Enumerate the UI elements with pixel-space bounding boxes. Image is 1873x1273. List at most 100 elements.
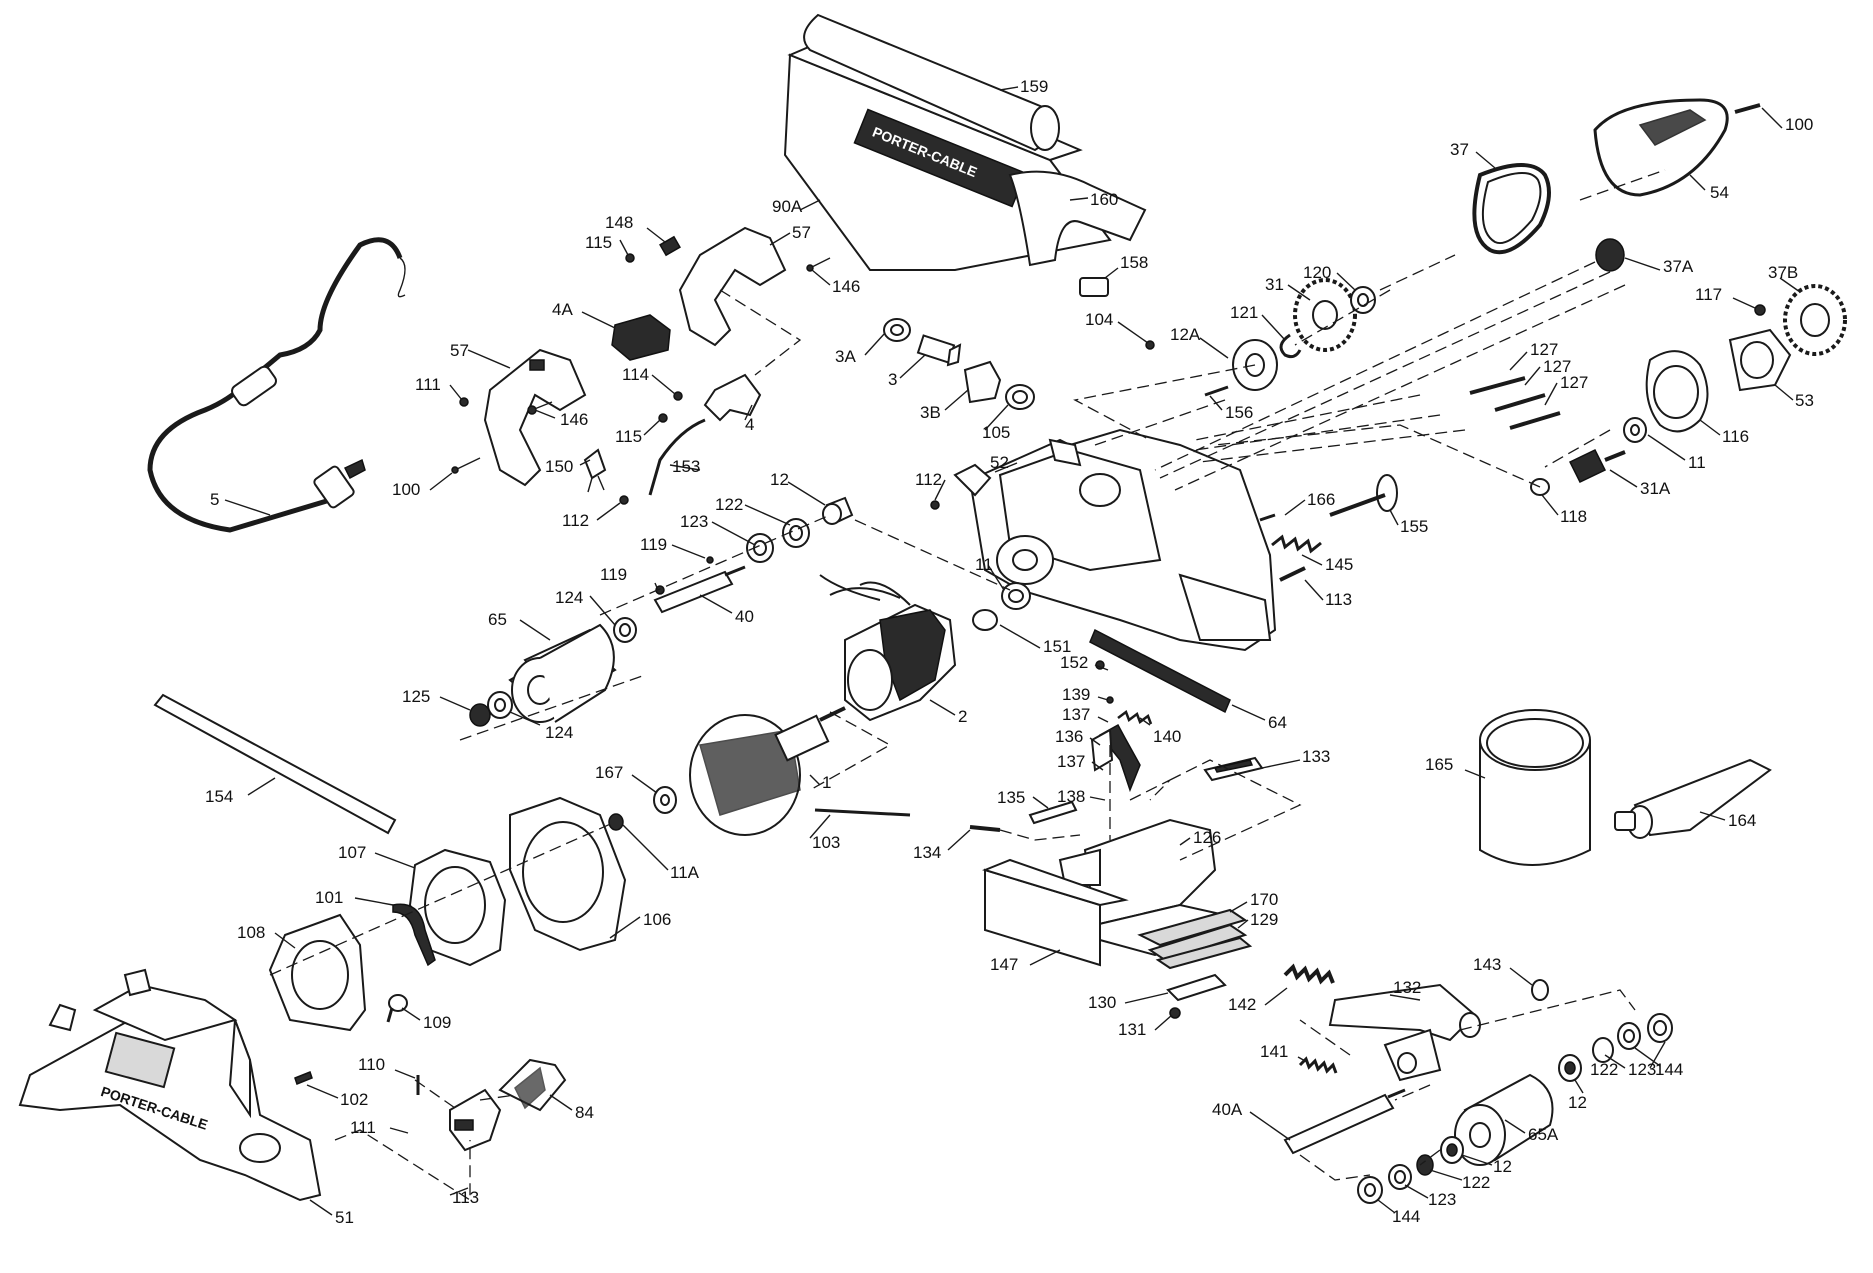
gear-37b (1783, 284, 1847, 356)
bearing-12-r2 (1440, 1136, 1464, 1164)
screw-166 (1259, 513, 1276, 522)
washer-122-l (1416, 1154, 1434, 1176)
pad-130 (1166, 973, 1227, 1002)
shaft-40 (653, 565, 746, 614)
callout-114: 114 (622, 365, 649, 384)
callout-103: 103 (812, 833, 840, 852)
bearing-3b (963, 360, 1002, 404)
callout-167: 167 (595, 763, 623, 782)
arm-132 (1328, 983, 1481, 1082)
callout-102: 102 (340, 1090, 368, 1109)
callout-4a: 4A (552, 300, 573, 319)
field-coil-2 (819, 574, 957, 722)
screw-134 (969, 825, 1001, 832)
callout-118: 118 (1560, 507, 1587, 526)
screw-109 (386, 994, 408, 1023)
callout-57: 57 (792, 223, 811, 242)
callout-113: 113 (1325, 590, 1352, 609)
clip-133 (1203, 756, 1264, 782)
terminal-150 (583, 448, 607, 480)
callout-130: 130 (1088, 993, 1116, 1012)
callout-84: 84 (575, 1103, 594, 1122)
washer-122 (782, 518, 810, 548)
screw-117 (1754, 304, 1766, 316)
drum-sleeve-165 (1479, 709, 1591, 866)
leader-lines (224, 86, 1801, 1216)
callout-124b: 124 (545, 723, 573, 742)
callout-145: 145 (1325, 555, 1353, 574)
callout-170: 170 (1250, 890, 1278, 909)
spring-140 (1117, 709, 1153, 725)
callout-127c: 127 (1560, 373, 1588, 392)
callout-137: 137 (1062, 705, 1090, 724)
callout-37a: 37A (1663, 257, 1694, 276)
callout-107: 107 (338, 843, 366, 862)
ring-143 (1531, 979, 1549, 1001)
callout-138: 138 (1057, 787, 1085, 806)
screw-156 (1204, 385, 1229, 397)
washer-167 (653, 786, 677, 814)
callout-119: 119 (640, 535, 667, 554)
callout-125: 125 (402, 687, 430, 706)
callout-1: 1 (822, 773, 831, 792)
callout-142: 142 (1228, 995, 1256, 1014)
callout-12d: 12 (1493, 1157, 1512, 1176)
gear-31 (1293, 278, 1357, 352)
callout-151: 151 (1043, 637, 1071, 656)
callout-90a: 90A (772, 197, 803, 216)
bearing-12-left (822, 496, 854, 525)
callout-135: 135 (997, 788, 1025, 807)
washer-122-r (1592, 1037, 1614, 1063)
switch-housing-57-left (483, 348, 587, 487)
callout-112b: 112 (915, 470, 942, 489)
pin-135 (1028, 800, 1078, 825)
callout-122: 122 (715, 495, 743, 514)
callout-3b: 3B (920, 403, 941, 422)
cork-pad-147 (981, 858, 1129, 967)
washer-123 (746, 533, 774, 563)
belt-guard-54 (1593, 98, 1761, 197)
trigger-84 (498, 1058, 567, 1112)
gear-housing-52 (953, 428, 1277, 652)
nut-125 (469, 703, 491, 727)
callout-148: 148 (605, 213, 633, 232)
bearing-11-right (1623, 417, 1647, 443)
callout-11b: 11 (975, 555, 993, 574)
washer-144-l (1357, 1176, 1383, 1204)
callout-159: 159 (1020, 77, 1048, 96)
callout-11a: 11A (670, 863, 700, 882)
callout-129: 129 (1250, 910, 1278, 929)
callout-53: 53 (1795, 391, 1814, 410)
callout-108: 108 (237, 923, 265, 942)
dust-elbow-160 (1008, 170, 1147, 267)
callout-106: 106 (643, 910, 671, 929)
callout-5: 5 (210, 490, 219, 509)
switch-block-4a (611, 314, 671, 361)
knob-155 (1329, 474, 1398, 517)
callout-134: 134 (913, 843, 941, 862)
callout-146: 146 (832, 277, 860, 296)
callout-101: 101 (315, 888, 343, 907)
callout-126: 126 (1193, 828, 1221, 847)
bar-64 (1089, 628, 1231, 714)
callout-labels: 159 160 90A 158 148 115 57 146 4A 3A 3 3… (205, 77, 1814, 1227)
bracket-53-116 (1645, 328, 1792, 433)
lever-136 (1090, 723, 1141, 793)
ring-121 (1279, 333, 1302, 359)
callout-166: 166 (1307, 490, 1335, 509)
callout-2: 2 (958, 707, 967, 726)
callout-150: 150 (545, 457, 573, 476)
washer-123-l (1388, 1164, 1412, 1190)
plate-170-129 (1137, 908, 1253, 970)
armature-1 (689, 706, 846, 836)
part-158 (1079, 277, 1109, 297)
wire-153 (648, 418, 706, 496)
callout-120: 120 (1303, 263, 1331, 282)
callout-12c: 12 (1568, 1093, 1587, 1112)
washer-124-bottom (487, 691, 513, 719)
washer-123-r (1617, 1022, 1641, 1050)
fan-baffle-106 (509, 796, 627, 952)
callout-115: 115 (585, 233, 612, 252)
callout-113b: 113 (452, 1188, 479, 1207)
